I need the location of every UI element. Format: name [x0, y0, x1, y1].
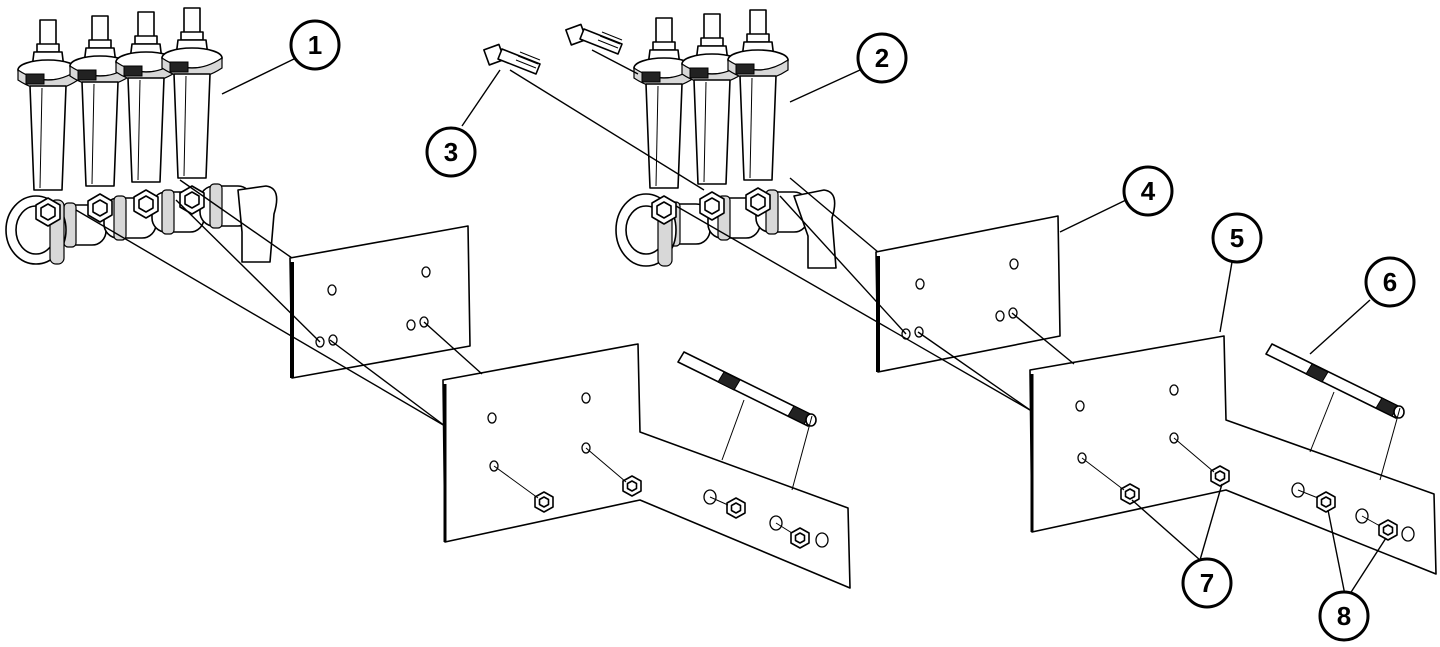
- callout-5-label: 5: [1230, 223, 1244, 253]
- bracket-right: [1029, 335, 1437, 575]
- valve-manifold-assembly-right: [615, 9, 837, 269]
- manifold-pipe-right: [615, 189, 837, 269]
- valve-manifold-assembly-left: [5, 7, 278, 265]
- mounting-plate-left: [289, 225, 471, 379]
- callout-8-label: 8: [1337, 601, 1351, 631]
- callout-3: 3: [425, 126, 477, 178]
- callout-4-label: 4: [1141, 176, 1156, 206]
- threaded-stud-right: [1265, 343, 1405, 419]
- threaded-stud-left: [677, 351, 817, 427]
- manifold-pipe-left: [5, 183, 278, 265]
- callout-3-label: 3: [444, 137, 458, 167]
- callout-8: 8: [1318, 590, 1370, 642]
- callout-1: 1: [289, 19, 341, 71]
- callout-7: 7: [1181, 557, 1233, 609]
- callout-2-label: 2: [875, 43, 889, 73]
- callout-7-label: 7: [1200, 568, 1214, 598]
- bracket-left: [442, 343, 851, 589]
- callout-4: 4: [1122, 165, 1174, 217]
- callout-5: 5: [1211, 212, 1263, 264]
- mounting-plate-right: [875, 215, 1061, 373]
- bolts: [483, 23, 623, 75]
- callout-2: 2: [856, 32, 908, 84]
- callout-1-label: 1: [308, 30, 322, 60]
- callout-6-label: 6: [1383, 267, 1397, 297]
- callout-6: 6: [1364, 256, 1416, 308]
